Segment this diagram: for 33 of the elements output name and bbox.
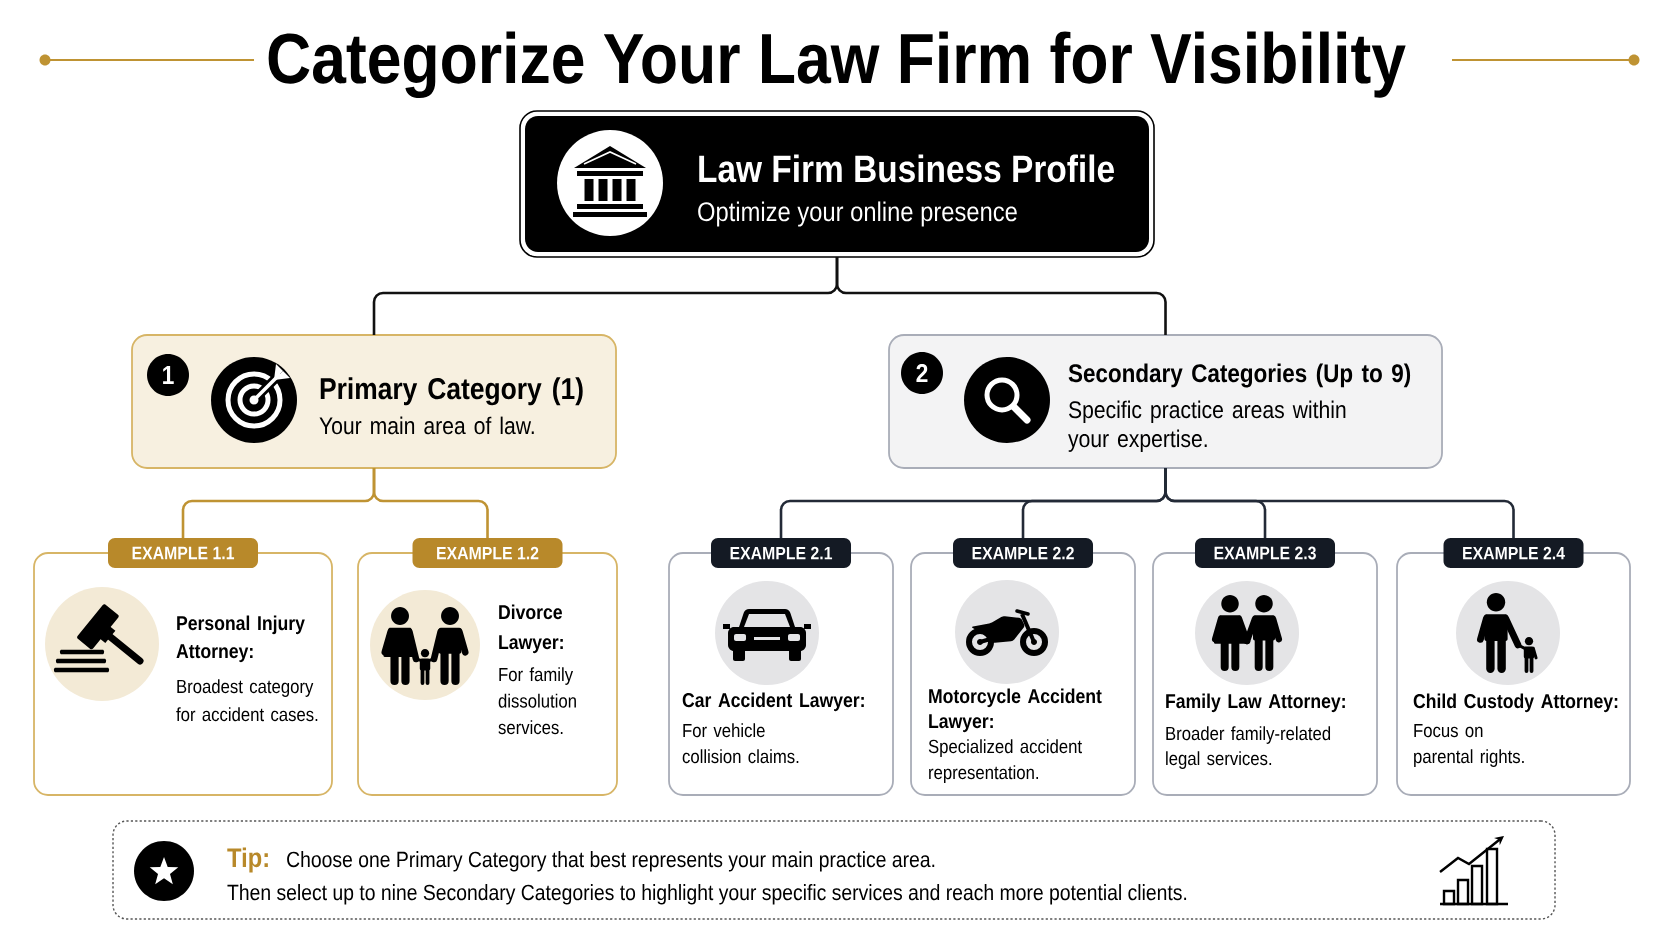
connector-line xyxy=(372,468,489,538)
example-tag: EXAMPLE 2.2 xyxy=(953,538,1093,568)
card-title: Personal Injury Attorney: xyxy=(176,615,305,663)
card-title: Car Accident Lawyer: xyxy=(682,692,864,712)
card-text: For family dissolution services. xyxy=(498,667,576,735)
card-title: Motorcycle Accident Lawyer: xyxy=(929,688,1102,733)
tip-text: Then select up to nine Secondary Categories to highlight your specific services and reach more potential clients. xyxy=(227,884,1187,905)
connector-line xyxy=(1164,468,1515,538)
card-text: Focus on parental rights. xyxy=(1414,723,1524,767)
example-tag: EXAMPLE 2.4 xyxy=(1443,538,1584,568)
card-text: Broader family-related legal services. xyxy=(1166,726,1331,769)
card-text: For vehicle collision claims. xyxy=(682,723,799,764)
tip-text: Choose one Primary Category that best represents your main practice area. xyxy=(287,851,935,872)
box-title: Secondary Categories (Up to 9) xyxy=(1068,363,1411,388)
card-title: Child Custody Attorney: xyxy=(1413,693,1618,713)
box-title: Law Firm Business Profile xyxy=(699,154,1114,183)
title: Categorize Your Law Firm for Visibility xyxy=(268,31,1406,99)
number-badge: 1 xyxy=(147,354,189,396)
example-tag: EXAMPLE 2.1 xyxy=(711,538,851,568)
card-title: Family Law Attorney: xyxy=(1166,693,1345,713)
box-text: Your main area of law. xyxy=(319,416,534,435)
example-tag: EXAMPLE 2.3 xyxy=(1195,538,1335,568)
number-badge: 2 xyxy=(901,352,943,394)
card-title: Divorce Lawyer: xyxy=(499,604,563,654)
box-subtitle: Optimize your online presence xyxy=(698,201,1017,227)
tip-label: Tip: xyxy=(227,847,268,873)
example-tag: EXAMPLE 1.2 xyxy=(412,538,563,568)
box-title: Primary Category (1) xyxy=(320,377,583,406)
card-text: Specialized accident representation. xyxy=(928,739,1082,783)
box-text: Specific practice areas within your expertise. xyxy=(1068,400,1346,452)
example-tag: EXAMPLE 1.1 xyxy=(108,538,258,568)
card-text: Broadest category for accident cases. xyxy=(176,679,318,722)
connector-line xyxy=(835,257,1167,335)
